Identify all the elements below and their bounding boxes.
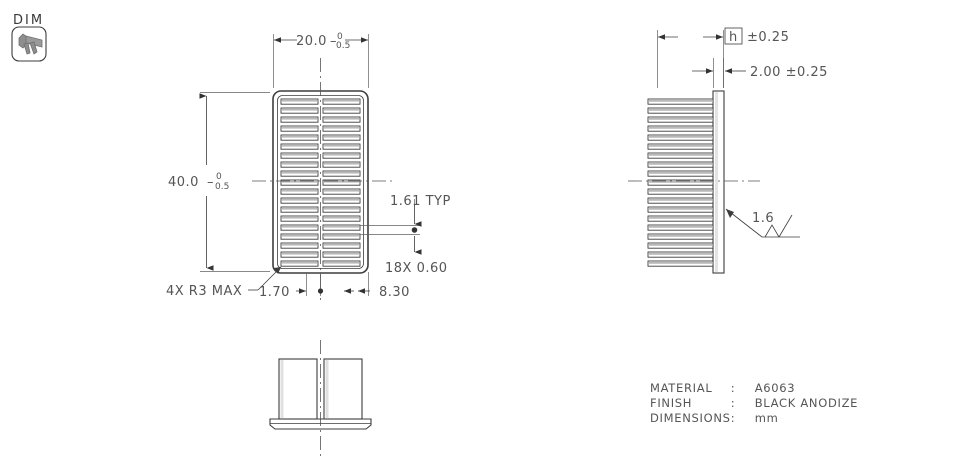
dimension-side-overall: h ±0.25 — [657, 27, 789, 88]
width-dim-value: 20.0 — [296, 34, 327, 49]
fin-thickness-label: 18X 0.60 — [385, 261, 448, 276]
dimension-fin-pitch: 1.61 TYP 18X 0.60 — [360, 194, 451, 276]
dimension-height-40: 40.0 – 0 0.5 — [168, 92, 270, 272]
front-view-fin-array — [280, 98, 361, 267]
overall-dim-tolerance: ±0.25 — [747, 30, 789, 45]
note-value: BLACK ANODIZE — [754, 396, 859, 410]
width-dim-tol-upper: 0 — [337, 32, 343, 42]
note-label: DIMENSIONS — [650, 411, 731, 425]
dim-badge-label: DIM — [13, 13, 45, 28]
edge-dim-value: 1.70 — [259, 285, 290, 300]
front-view-centerlines — [252, 58, 392, 300]
dim-badge: DIM — [13, 9, 63, 28]
height-dim-value: 40.0 — [168, 175, 199, 190]
note-label: MATERIAL — [650, 381, 713, 395]
notes-row: DIMENSIONS : mm — [650, 411, 858, 426]
width-dim-sign: – — [330, 34, 337, 49]
height-dim-tol-lower: 0.5 — [215, 182, 229, 192]
note-separator: : — [730, 396, 736, 410]
dimension-edge-170: 1.70 — [259, 272, 324, 300]
overall-dim-symbol: h — [729, 30, 738, 45]
note-separator: : — [730, 381, 736, 395]
notes-row: MATERIAL : A6063 — [650, 381, 858, 396]
note-corner-radius: 4X R3 MAX — [166, 266, 282, 299]
note-label: FINISH — [650, 396, 693, 410]
height-dim-sign: – — [207, 175, 214, 190]
corner-radius-label: 4X R3 MAX — [166, 284, 242, 299]
dimension-base-thickness: 2.00 ±0.25 — [692, 58, 828, 88]
caliper-icon — [11, 26, 47, 62]
notes-block: MATERIAL : A6063 FINISH : BLACK ANODIZE … — [650, 381, 880, 426]
base-thickness-value: 2.00 ±0.25 — [750, 65, 828, 80]
note-value: A6063 — [754, 381, 796, 395]
surface-finish-value: 1.6 — [752, 211, 774, 226]
note-separator: : — [730, 411, 736, 425]
dimension-width-20: 20.0 – 0 0.5 — [273, 32, 369, 88]
height-dim-tol-upper: 0 — [216, 172, 222, 182]
side-view-body — [647, 90, 725, 274]
dimension-offset-830: 8.30 — [344, 272, 410, 300]
notes-row: FINISH : BLACK ANODIZE — [650, 396, 858, 411]
offset-dim-value: 8.30 — [379, 285, 410, 300]
surface-finish-symbol: 1.6 — [725, 208, 800, 238]
fin-pitch-label: 1.61 TYP — [390, 194, 451, 209]
bottom-detail-view — [269, 340, 372, 460]
width-dim-tol-lower: 0.5 — [336, 41, 350, 51]
note-value: mm — [754, 411, 779, 425]
